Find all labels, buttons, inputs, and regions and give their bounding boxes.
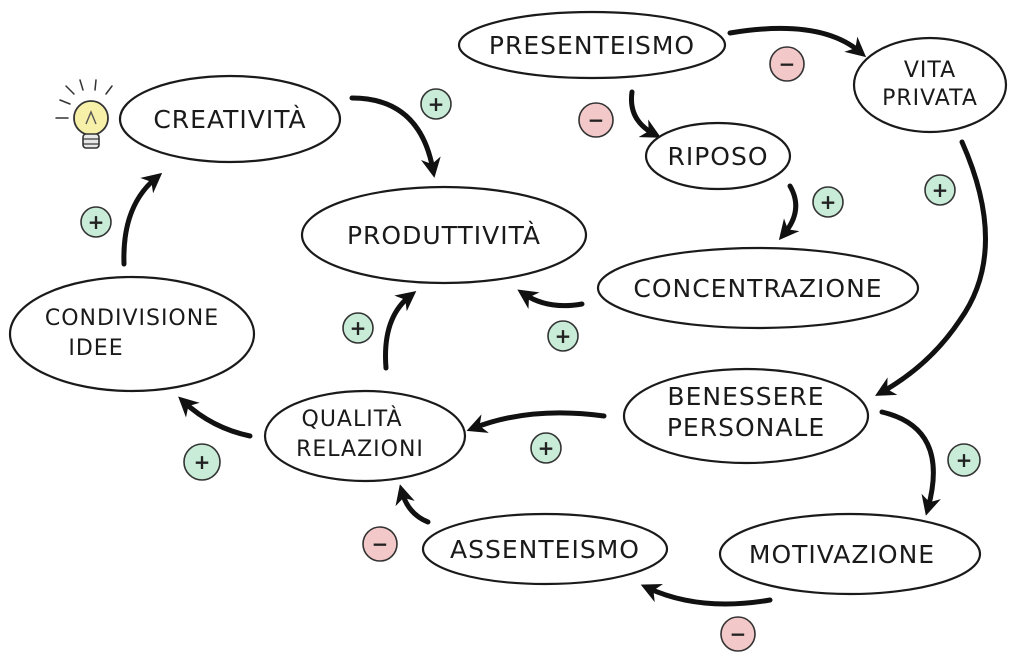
arrow-concentrazione-produttivita [517, 289, 585, 309]
node-vita-privata: VITA PRIVATA [852, 36, 1008, 134]
svg-text:+: + [88, 210, 105, 234]
svg-text:PRESENTEISMO: PRESENTEISMO [489, 31, 695, 60]
svg-text:RIPOSO: RIPOSO [667, 142, 768, 171]
svg-text:+: + [956, 448, 973, 472]
positive-sign-badge: + [547, 320, 579, 352]
arrow-creativita-produttivita [349, 95, 441, 178]
svg-text:PERSONALE: PERSONALE [667, 413, 825, 442]
positive-sign-badge: + [947, 443, 981, 477]
node-riposo: RIPOSO [644, 121, 792, 191]
node-motivazione: MOTIVAZIONE [718, 512, 982, 596]
arrow-condivisione-creativita [121, 172, 163, 267]
arrow-benessere-qualita [466, 410, 607, 433]
svg-text:+: + [538, 436, 555, 460]
arrow-presenteismo-vita-privata [727, 25, 867, 58]
negative-sign-badge: − [720, 616, 756, 652]
node-concentrazione: CONCENTRAZIONE [596, 246, 920, 330]
svg-text:RELAZIONI: RELAZIONI [296, 437, 424, 462]
svg-text:CREATIVITÀ: CREATIVITÀ [153, 105, 306, 134]
positive-sign-badge: + [420, 88, 452, 120]
positive-sign-badge: + [924, 174, 956, 206]
arrow-assenteismo-qualita [395, 484, 431, 525]
svg-text:IDEE: IDEE [68, 336, 123, 361]
svg-text:−: − [588, 108, 605, 132]
positive-sign-badge: + [80, 206, 112, 238]
bulb-glass [73, 100, 109, 136]
arrow-benessere-motivazione [879, 409, 941, 516]
node-assenteismo: ASSENTEISMO [421, 512, 669, 586]
svg-text:PRIVATA: PRIVATA [882, 86, 978, 111]
arrow-presenteismo-riposo [628, 89, 662, 138]
svg-text:ASSENTEISMO: ASSENTEISMO [450, 535, 640, 564]
negative-sign-badge: − [578, 102, 614, 138]
positive-sign-badge: + [812, 186, 844, 218]
svg-text:−: − [779, 52, 796, 76]
svg-text:CONCENTRAZIONE: CONCENTRAZIONE [633, 274, 882, 303]
positive-sign-badge: + [342, 312, 374, 344]
svg-text:BENESSERE: BENESSERE [667, 382, 824, 411]
svg-text:−: − [730, 622, 747, 646]
svg-text:+: + [555, 324, 572, 348]
arrow-motivazione-assenteismo [640, 583, 773, 607]
svg-text:+: + [428, 92, 445, 116]
negative-sign-badge: − [769, 46, 805, 82]
svg-text:VITA: VITA [904, 58, 956, 83]
svg-text:+: + [820, 190, 837, 214]
svg-text:PRODUTTIVITÀ: PRODUTTIVITÀ [347, 221, 541, 250]
node-presenteismo: PRESENTEISMO [457, 10, 727, 80]
negative-sign-badge: − [362, 526, 398, 562]
arrow-riposo-concentrazione [778, 183, 800, 241]
node-qualita-relazioni: QUALITÀ RELAZIONI [263, 389, 467, 483]
node-benessere-personale: BENESSERE PERSONALE [622, 367, 870, 465]
node-produttivita: PRODUTTIVITÀ [300, 185, 588, 285]
svg-text:+: + [350, 316, 367, 340]
arrows [121, 25, 988, 607]
node-creativita: CREATIVITÀ [118, 74, 342, 164]
sign-badges: + − − + + + + + + + + − − [80, 46, 981, 652]
arrow-qualita-condivisione [178, 396, 253, 439]
svg-text:−: − [372, 532, 389, 556]
arrow-vita-privata-benessere [875, 139, 988, 396]
svg-text:QUALITÀ: QUALITÀ [302, 406, 403, 432]
lightbulb-icon [55, 79, 113, 149]
svg-text:CONDIVISIONE: CONDIVISIONE [45, 306, 219, 331]
svg-text:MOTIVAZIONE: MOTIVAZIONE [749, 540, 935, 569]
svg-text:+: + [194, 450, 211, 474]
node-condivisione-idee: CONDIVISIONE IDEE [8, 275, 256, 393]
arrow-qualita-produttivita [383, 291, 417, 371]
positive-sign-badge: + [530, 432, 562, 464]
positive-sign-badge: + [183, 443, 221, 481]
svg-text:+: + [932, 178, 949, 202]
